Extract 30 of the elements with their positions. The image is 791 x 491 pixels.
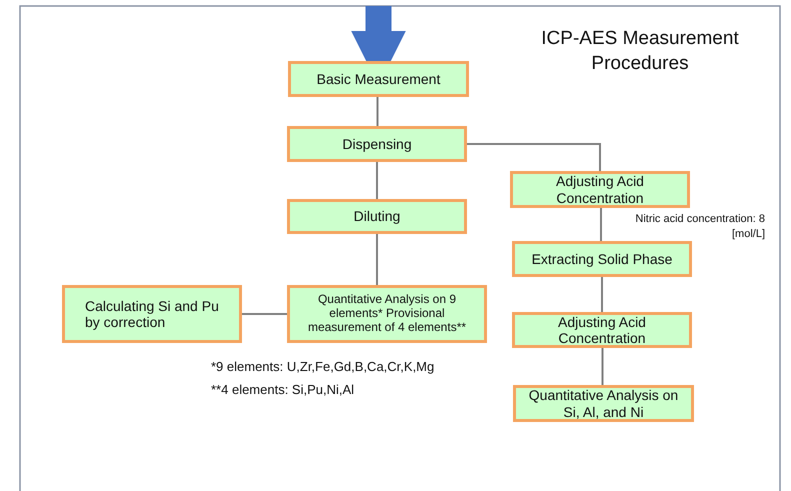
diagram-title: ICP-AES Measurement Procedures: [540, 27, 740, 76]
connector-line: [376, 234, 378, 285]
process-box: [512, 312, 692, 348]
connector-line: [602, 348, 604, 385]
process-box: [510, 171, 690, 208]
process-box: [512, 241, 692, 277]
footnote: *9 elements: U,Zr,Fe,Gd,B,Ca,Cr,K,Mg: [211, 359, 434, 374]
step-text: Dispensing: [342, 136, 412, 152]
step-text: Adjusting Acid Concentration: [555, 173, 645, 206]
step-text: Quantitative Analysis on 9 elements* Provisional measurement of 4 elements**: [306, 293, 468, 335]
step-text: Adjusting Acid Concentration: [557, 314, 647, 346]
connector-line: [376, 97, 378, 126]
step-note: Nitric acid concentration: 8 [mol/L]: [634, 212, 765, 242]
connector-line: [242, 313, 287, 315]
process-box: [62, 285, 242, 343]
step-text: Extracting Solid Phase: [532, 250, 672, 268]
step-text: Diluting: [354, 208, 400, 225]
step-text: Calculating Si and Pu by correction: [85, 298, 220, 330]
connector-line: [467, 143, 601, 171]
process-box: [287, 126, 467, 162]
process-box: [287, 285, 487, 343]
step-text: Basic Measurement: [316, 70, 440, 88]
process-box: [513, 385, 694, 422]
connector-line: [601, 277, 603, 312]
connector-line: [376, 162, 378, 199]
footnote: **4 elements: Si,Pu,Ni,Al: [211, 382, 354, 397]
step-text: Quantitative Analysis on Si, Al, and Ni: [528, 387, 680, 420]
process-box: [287, 199, 467, 234]
process-box: [288, 61, 469, 97]
connector-line: [600, 208, 602, 241]
